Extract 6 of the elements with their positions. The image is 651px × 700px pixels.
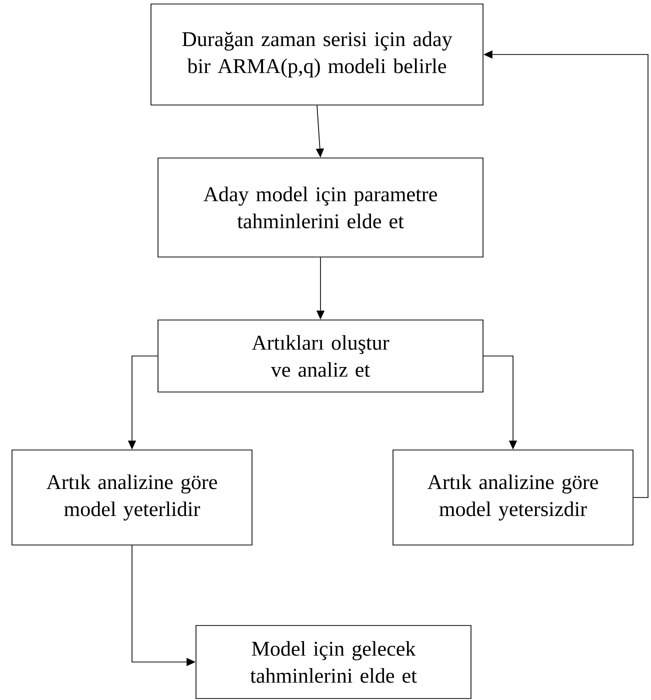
- process-box: Artık analizine göre model yetersizdir: [392, 450, 634, 546]
- process-box: Durağan zaman serisi için aday bir ARMA(p,q) modeli belirle: [150, 4, 484, 106]
- process-box: Artık analizine göre model yeterlidir: [12, 450, 252, 546]
- process-box: Artıkları oluştur ve analiz et: [158, 320, 484, 392]
- process-box: Aday model için parametre tahminlerini elde et: [158, 158, 484, 258]
- process-box: Model için gelecek tahminlerini elde et: [196, 625, 472, 699]
